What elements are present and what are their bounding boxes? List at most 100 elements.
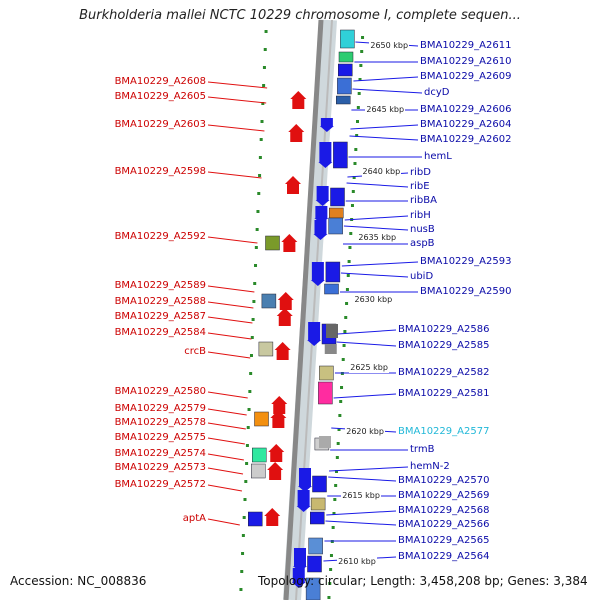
label-connector <box>336 341 397 347</box>
right-gene-label[interactable]: BMA10229_A2568 <box>398 505 490 516</box>
label-connector <box>349 135 419 141</box>
kbp-marker: 2630 kbp <box>353 295 394 305</box>
gene-arrow <box>316 186 329 200</box>
left-gene-label[interactable]: BMA10229_A2592 <box>114 231 206 242</box>
left-gene-label[interactable]: BMA10229_A2589 <box>114 280 206 291</box>
label-connector <box>337 329 397 335</box>
gene-arrow-head <box>313 234 328 240</box>
label-connector <box>207 518 240 526</box>
left-gene-label[interactable]: BMA10229_A2608 <box>114 76 206 87</box>
right-gene-label[interactable]: BMA10229_A2604 <box>420 119 512 130</box>
right-gene-label[interactable]: ribD <box>410 167 431 178</box>
tick-mark <box>262 84 266 87</box>
tick-mark <box>328 582 332 585</box>
tick-mark <box>246 426 250 429</box>
gene-block <box>318 381 333 405</box>
label-connector <box>207 171 262 179</box>
right-gene-label[interactable]: ribBA <box>410 195 437 206</box>
right-gene-label[interactable]: dcyD <box>424 87 450 98</box>
right-gene-label[interactable]: ribE <box>410 181 430 192</box>
right-gene-label[interactable]: BMA10229_A2564 <box>398 551 490 562</box>
label-connector <box>207 408 247 416</box>
right-gene-label[interactable]: ribH <box>410 210 431 221</box>
right-gene-label[interactable]: BMA10229_A2611 <box>420 40 512 51</box>
label-connector <box>207 332 252 340</box>
left-gene-label[interactable]: BMA10229_A2578 <box>114 417 206 428</box>
tick-mark <box>350 204 354 207</box>
left-gene-label[interactable]: aptA <box>182 513 206 524</box>
right-gene-label[interactable]: trmB <box>410 444 435 455</box>
tick-mark <box>340 386 344 389</box>
left-gene-label[interactable]: BMA10229_A2587 <box>114 311 206 322</box>
left-gene-label[interactable]: BMA10229_A2598 <box>114 166 206 177</box>
gene-arrow-head <box>271 396 288 404</box>
left-gene-label[interactable]: BMA10229_A2573 <box>114 462 206 473</box>
tick-mark <box>257 192 261 195</box>
left-gene-label[interactable]: BMA10229_A2580 <box>114 386 206 397</box>
tick-mark <box>344 316 348 319</box>
gene-arrow <box>294 548 306 566</box>
tick-mark <box>349 232 353 235</box>
gene-block <box>305 577 321 600</box>
left-gene-label[interactable]: crcB <box>184 346 206 357</box>
label-connector <box>207 316 253 324</box>
tick-mark <box>353 162 357 165</box>
left-gene-label[interactable]: BMA10229_A2572 <box>114 479 206 490</box>
label-connector <box>326 510 397 516</box>
right-gene-label[interactable]: ubiD <box>410 271 434 282</box>
label-connector <box>207 236 258 244</box>
right-gene-label[interactable]: hemN-2 <box>410 461 450 472</box>
label-connector <box>207 96 267 104</box>
kbp-marker: 2645 kbp <box>365 105 406 115</box>
tick-mark <box>258 174 262 177</box>
right-gene-label[interactable]: BMA10229_A2586 <box>398 324 490 335</box>
gene-block <box>310 497 326 511</box>
gene-arrow-head <box>315 200 330 206</box>
right-gene-label[interactable]: BMA10229_A2590 <box>420 286 512 297</box>
right-gene-label[interactable]: BMA10229_A2565 <box>398 535 490 546</box>
right-gene-label[interactable]: aspB <box>410 238 435 249</box>
tick-mark <box>258 156 262 159</box>
right-gene-label[interactable]: BMA10229_A2566 <box>398 519 490 530</box>
right-gene-label[interactable]: BMA10229_A2582 <box>398 367 490 378</box>
right-gene-label[interactable]: BMA10229_A2606 <box>420 104 512 115</box>
gene-arrow-head <box>276 308 293 316</box>
backbone-line <box>283 19 324 600</box>
label-connector <box>207 484 243 492</box>
left-gene-label[interactable]: BMA10229_A2605 <box>114 91 206 102</box>
gene-arrow <box>320 118 333 126</box>
gene-block <box>307 555 322 573</box>
label-connector <box>207 81 268 89</box>
kbp-marker: 2625 kbp <box>349 363 389 373</box>
right-gene-label[interactable]: BMA10229_A2570 <box>398 475 490 486</box>
right-gene-label[interactable]: BMA10229_A2602 <box>420 134 512 145</box>
tick-mark <box>351 190 355 193</box>
gene-block <box>276 350 289 360</box>
right-gene-label[interactable]: BMA10229_A2577 <box>398 426 490 437</box>
tick-mark <box>239 588 243 591</box>
tick-mark <box>256 210 260 213</box>
left-gene-label[interactable]: BMA10229_A2584 <box>114 327 206 338</box>
gene-block <box>254 411 269 427</box>
right-gene-label[interactable]: BMA10229_A2593 <box>420 256 512 267</box>
label-connector <box>329 466 409 472</box>
right-gene-label[interactable]: nusB <box>410 224 435 235</box>
right-gene-label[interactable]: BMA10229_A2585 <box>398 340 490 351</box>
label-connector <box>353 76 419 82</box>
tick-mark <box>241 552 245 555</box>
left-gene-label[interactable]: BMA10229_A2574 <box>114 448 206 459</box>
left-gene-label[interactable]: BMA10229_A2575 <box>114 432 206 443</box>
left-gene-label[interactable]: BMA10229_A2603 <box>114 119 206 130</box>
gene-arrow <box>315 206 328 218</box>
left-gene-label[interactable]: BMA10229_A2588 <box>114 296 206 307</box>
tick-mark <box>329 568 333 571</box>
tick-mark <box>262 66 266 69</box>
right-gene-label[interactable]: BMA10229_A2569 <box>398 490 490 501</box>
gene-block <box>310 511 325 525</box>
left-gene-label[interactable]: BMA10229_A2579 <box>114 403 206 414</box>
right-gene-label[interactable]: hemL <box>424 151 452 162</box>
tick-mark <box>348 246 352 249</box>
right-gene-label[interactable]: BMA10229_A2609 <box>420 71 512 82</box>
right-gene-label[interactable]: BMA10229_A2610 <box>420 56 512 67</box>
right-gene-label[interactable]: BMA10229_A2581 <box>398 388 490 399</box>
